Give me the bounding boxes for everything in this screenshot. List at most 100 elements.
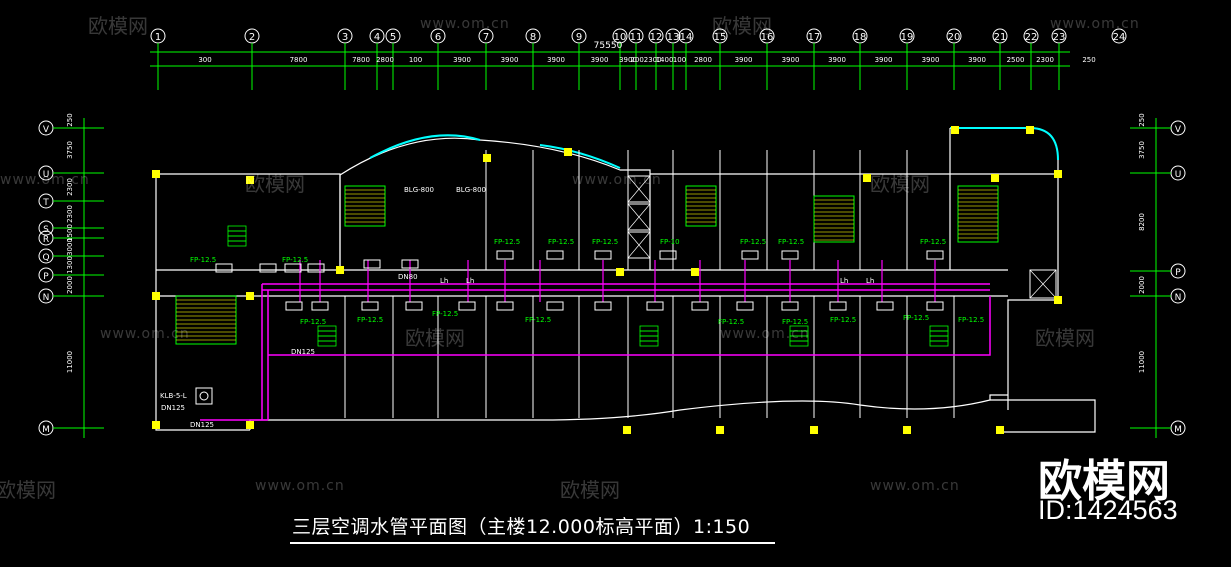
row-spacing-label: 3000 xyxy=(66,238,74,256)
column-spacing-label: 3900 xyxy=(619,56,637,64)
column-axis-label: 18 xyxy=(854,32,867,43)
fp125-label: FP-12.5 xyxy=(740,238,766,246)
equipment-schedule xyxy=(317,335,337,342)
column-axis-label: 5 xyxy=(390,32,396,43)
fan-coil-unit xyxy=(496,250,514,260)
structural-column xyxy=(996,426,1004,434)
curtain-wall xyxy=(539,144,621,169)
column-spacing-label: 7800 xyxy=(352,56,370,64)
elevator-cross xyxy=(1029,269,1057,299)
column-axis-label: 4 xyxy=(374,32,380,43)
row-axis-label: T xyxy=(42,198,49,208)
total-dimension-label: 75550 xyxy=(594,41,623,51)
fan-coil-unit xyxy=(691,301,709,311)
column-spacing-label: 100 xyxy=(409,56,422,64)
column-spacing-label: 3900 xyxy=(968,56,986,64)
riser-pipe xyxy=(200,284,269,421)
column-spacing-label: 3900 xyxy=(735,56,753,64)
column-spacing-label: 3900 xyxy=(782,56,800,64)
supply-return-pipe xyxy=(262,283,990,291)
elevator-cross xyxy=(627,231,651,259)
fan-coil-unit xyxy=(736,301,754,311)
fan-coil-units xyxy=(195,225,949,405)
structural-column xyxy=(1026,126,1034,134)
left-row-axis-bubbles: VUTSRQPNM2503750230023001500300013002000… xyxy=(38,113,104,438)
curtain-wall xyxy=(950,127,1059,161)
column-spacing-label: 3900 xyxy=(453,56,471,64)
fan-coil-unit xyxy=(546,301,564,311)
column-axis-label: 13 xyxy=(667,32,680,43)
fp125-label: FP-12.5 xyxy=(282,256,308,264)
elevator-cross xyxy=(627,203,651,231)
fp125-label: FP-12.5 xyxy=(958,316,984,324)
structural-column xyxy=(810,426,818,434)
column-spacing-label: 2300 xyxy=(1036,56,1054,64)
fan-coil-unit xyxy=(594,250,612,260)
row-spacing-label: 250 xyxy=(1138,113,1146,126)
row-spacing-label: 2300 xyxy=(66,178,74,196)
fp125-label: FP-12.5 xyxy=(357,316,383,324)
column-axis-label: 7 xyxy=(483,32,489,43)
column-spacing-label: 3900 xyxy=(547,56,565,64)
fan-coil-unit xyxy=(311,301,329,311)
elevator-shaft xyxy=(627,175,651,203)
equipment-schedule xyxy=(639,335,659,342)
column-axis-label: 17 xyxy=(808,32,821,43)
blg800-label: BLG-800 xyxy=(404,186,434,194)
curtain-wall xyxy=(369,134,481,159)
building-walls xyxy=(155,127,1096,433)
row-axis-label: N xyxy=(43,293,50,303)
dn80-label: DN80 xyxy=(398,273,418,281)
row-spacing-label: 1500 xyxy=(66,224,74,242)
equipment-schedule xyxy=(317,325,337,332)
structural-column xyxy=(336,266,344,274)
ac-water-pipes xyxy=(200,260,991,421)
column-spacing-label: 2800 xyxy=(694,56,712,64)
structural-column xyxy=(152,421,160,429)
column-spacing-label: 1400 xyxy=(656,56,674,64)
column-axis-label: 15 xyxy=(714,32,727,43)
row-spacing-label: 2000 xyxy=(66,276,74,294)
fp125-label: FP-12.5 xyxy=(592,238,618,246)
kitchen-unit xyxy=(195,387,213,405)
structural-column xyxy=(1054,170,1062,178)
column-axis-label: 10 xyxy=(614,32,627,43)
column-spacing-label: 250 xyxy=(1082,56,1095,64)
column-axis-label: 3 xyxy=(342,32,348,43)
equipment-schedule xyxy=(789,330,809,337)
lh-label: Lh xyxy=(466,277,474,285)
fan-coil-unit xyxy=(284,263,302,273)
fp125-label: FP-12.5 xyxy=(548,238,574,246)
row-axis-label: U xyxy=(43,170,50,180)
structural-column xyxy=(623,426,631,434)
column-spacing-label: 3900 xyxy=(501,56,519,64)
equipment-schedule xyxy=(317,330,337,337)
fp125-label: FP-12.5 xyxy=(432,310,458,318)
dn125-label: DN125 xyxy=(190,421,214,429)
row-axis-label: V xyxy=(43,125,50,135)
fan-coil-unit xyxy=(659,250,677,260)
blg800-label: BLG-800 xyxy=(456,186,486,194)
column-spacing-label: 2500 xyxy=(1007,56,1025,64)
structural-column xyxy=(1054,296,1062,304)
branch-pipe xyxy=(268,296,991,356)
title-underline xyxy=(290,542,775,544)
column-axis-label: 24 xyxy=(1113,32,1126,43)
row-spacing-label: 2000 xyxy=(1138,276,1146,294)
row-spacing-label: 250 xyxy=(66,113,74,126)
fp10-label: FP-10 xyxy=(660,238,680,246)
row-spacing-label: 3750 xyxy=(1138,141,1146,159)
column-spacing-label: 7800 xyxy=(290,56,308,64)
fan-coil-unit xyxy=(546,250,564,260)
equipment-schedule xyxy=(317,340,337,347)
curved-wall xyxy=(950,127,1059,174)
fan-coil-unit xyxy=(458,301,476,311)
structural-column xyxy=(152,170,160,178)
column-axis-label: 12 xyxy=(650,32,663,43)
fp125-label: FP-12.5 xyxy=(903,314,929,322)
column-axis-label: 1 xyxy=(155,32,161,43)
structural-column xyxy=(991,174,999,182)
column-spacing-label: 300 xyxy=(198,56,211,64)
fp125-label: FP-12.5 xyxy=(525,316,551,324)
